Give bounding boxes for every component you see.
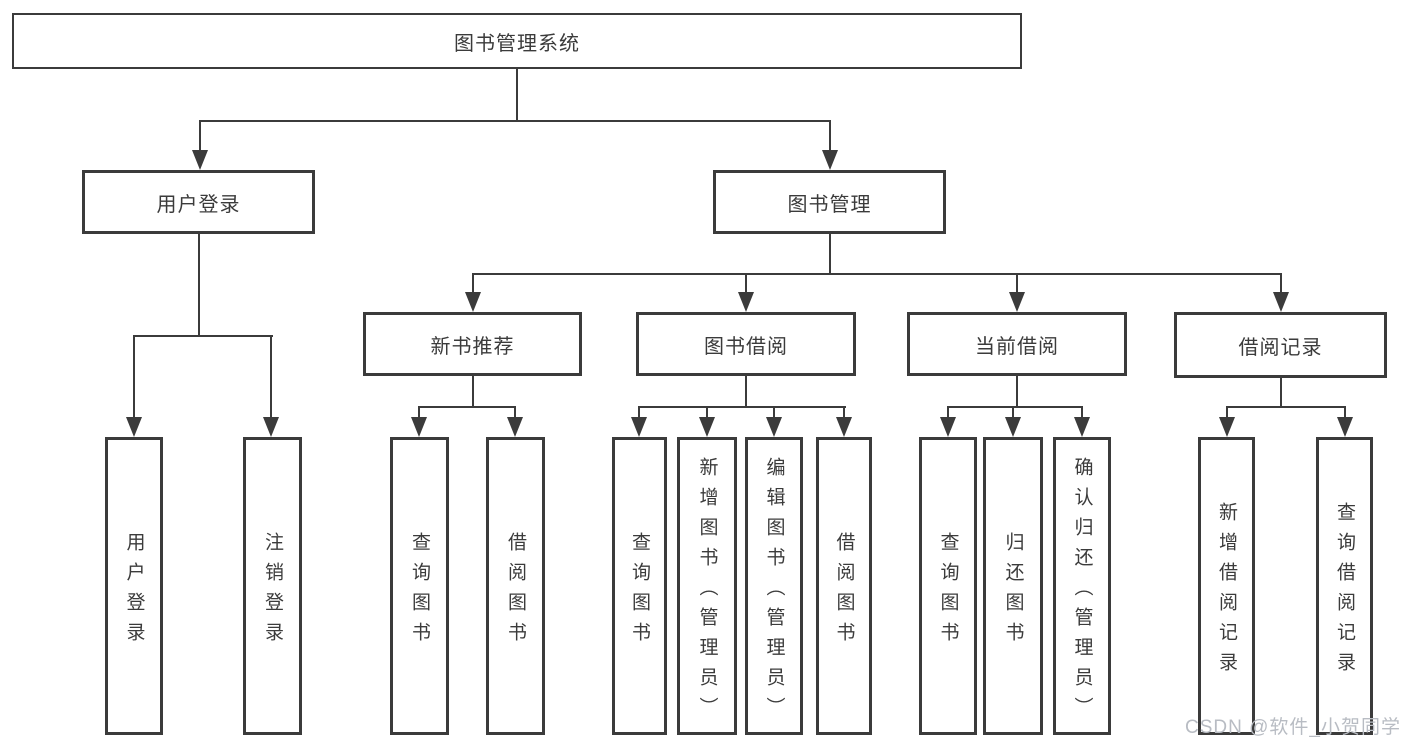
connector-user-login-trunk <box>198 233 200 337</box>
arrow-to-leaf-logout <box>263 335 279 437</box>
arrow-to-bb-add-books <box>699 406 715 437</box>
node-book-borrow: 图书借阅 <box>636 312 856 376</box>
leaf-logout: 注销登录 <box>243 437 302 735</box>
leaf-bb-borrow-books: 借阅图书 <box>816 437 872 735</box>
arrow-to-bb-edit-books <box>766 406 782 437</box>
connector-borrow-records-rail <box>1226 406 1346 408</box>
leaf-br-add-record: 新增借阅记录 <box>1198 437 1255 735</box>
connector-current-borrow-rail <box>947 406 1083 408</box>
connector-current-borrow-trunk <box>1016 375 1018 407</box>
connector-book-borrow-rail <box>638 406 846 408</box>
arrow-to-leaf-user-login <box>126 335 142 437</box>
leaf-cb-confirm-return-admin-label: 确认归还（管理员） <box>1071 456 1093 727</box>
connector-borrow-records-trunk <box>1280 377 1282 407</box>
arrow-to-cb-return-books <box>1005 406 1021 437</box>
arrow-to-br-query-record <box>1337 406 1353 437</box>
connector-new-book-rail <box>418 406 516 408</box>
connector-new-book-trunk <box>472 375 474 407</box>
leaf-logout-label: 注销登录 <box>262 531 283 652</box>
node-current-borrow: 当前借阅 <box>907 312 1127 376</box>
arrow-to-bb-borrow-books <box>836 406 852 437</box>
arrow-to-br-add-record <box>1219 406 1235 437</box>
leaf-cb-query-books: 查询图书 <box>919 437 977 735</box>
leaf-nbr-borrow-books: 借阅图书 <box>486 437 545 735</box>
leaf-nbr-borrow-books-label: 借阅图书 <box>505 531 526 652</box>
leaf-br-query-record-label: 查询借阅记录 <box>1334 501 1355 682</box>
leaf-cb-confirm-return-admin: 确认归还（管理员） <box>1053 437 1111 735</box>
leaf-cb-return-books-label: 归还图书 <box>1002 531 1024 652</box>
arrow-to-book-borrow <box>738 273 754 312</box>
arrow-to-book-mgmt <box>822 120 838 170</box>
leaf-br-add-record-label: 新增借阅记录 <box>1216 501 1237 682</box>
node-user-login: 用户登录 <box>82 170 315 234</box>
node-book-mgmt: 图书管理 <box>713 170 946 234</box>
arrow-to-bb-query-books <box>631 406 647 437</box>
leaf-bb-query-books: 查询图书 <box>612 437 667 735</box>
leaf-br-query-record: 查询借阅记录 <box>1316 437 1373 735</box>
leaf-user-login: 用户登录 <box>105 437 163 735</box>
arrow-to-current-borrow <box>1009 273 1025 312</box>
connector-level2-rail <box>199 120 831 122</box>
arrow-to-user-login <box>192 120 208 170</box>
leaf-bb-add-books-admin-label: 新增图书（管理员） <box>696 456 718 727</box>
arrow-to-nbr-borrow-books <box>507 406 523 437</box>
watermark-text: CSDN @软件_小贺同学 <box>1185 717 1401 738</box>
leaf-nbr-query-books: 查询图书 <box>390 437 449 735</box>
leaf-bb-query-books-label: 查询图书 <box>629 531 650 652</box>
node-new-book-recommend: 新书推荐 <box>363 312 582 376</box>
arrow-to-cb-query-books <box>940 406 956 437</box>
node-borrow-records: 借阅记录 <box>1174 312 1387 378</box>
node-library-system: 图书管理系统 <box>12 13 1022 69</box>
leaf-bb-borrow-books-label: 借阅图书 <box>833 531 855 652</box>
leaf-cb-return-books: 归还图书 <box>983 437 1043 735</box>
arrow-to-nbr-query-books <box>411 406 427 437</box>
connector-user-login-rail <box>133 335 273 337</box>
leaf-user-login-label: 用户登录 <box>123 531 145 652</box>
arrow-to-borrow-records <box>1273 273 1289 312</box>
leaf-bb-edit-books-admin: 编辑图书（管理员） <box>745 437 803 735</box>
connector-book-mgmt-trunk <box>829 233 831 275</box>
leaf-nbr-query-books-label: 查询图书 <box>409 531 430 652</box>
leaf-bb-edit-books-admin-label: 编辑图书（管理员） <box>763 456 785 727</box>
leaf-bb-add-books-admin: 新增图书（管理员） <box>677 437 737 735</box>
arrow-to-new-book-recommend <box>465 273 481 312</box>
arrow-to-cb-confirm-return <box>1074 406 1090 437</box>
connector-level3-rail <box>472 273 1282 275</box>
leaf-cb-query-books-label: 查询图书 <box>937 531 959 652</box>
connector-root-trunk <box>516 69 518 122</box>
connector-book-borrow-trunk <box>745 375 747 407</box>
